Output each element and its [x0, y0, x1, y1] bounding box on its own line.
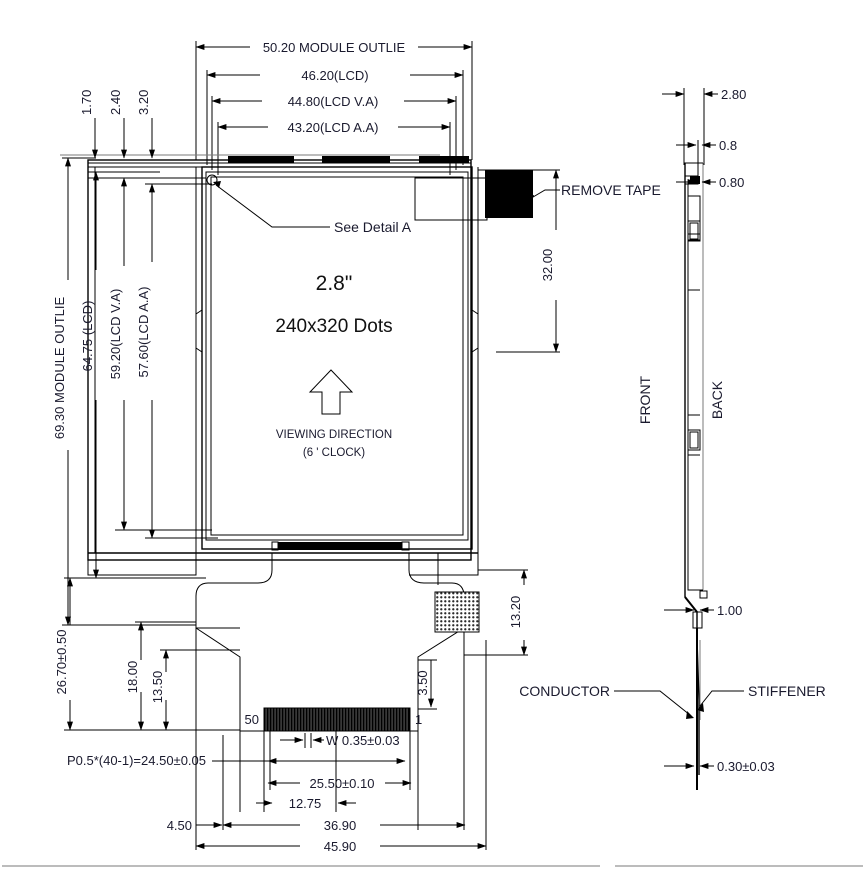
conductor-leader [614, 690, 691, 716]
dim-offset-3-20: 3.20 [136, 90, 151, 115]
cog-strip-end-left [271, 541, 279, 551]
display-size-label: 2.8" [316, 272, 353, 295]
fpc-stiffener-pad [434, 591, 480, 633]
dim-total-thickness: 2.80 [721, 87, 746, 102]
see-detail-a-label: See Detail A [334, 219, 412, 235]
fpc-tail-chamfer-left [195, 627, 241, 731]
bottom-dimensions: P0.5*(40-1)=24.50±0.05 W 0.35±0.03 25.50… [67, 640, 487, 854]
remove-tape-callout: REMOVE TAPE [526, 182, 661, 203]
dim-half-width: 12.75 [289, 796, 322, 811]
lcd-aa-rect [210, 176, 464, 536]
remove-tape-arrowhead [526, 195, 534, 203]
lcd-tab-left [195, 309, 203, 353]
dim-module-outline-width: 50.20 MODULE OUTLIE [263, 40, 406, 55]
detail-a-leader [215, 184, 330, 228]
cog-strip-end-right [401, 541, 410, 551]
remove-tape-label: REMOVE TAPE [561, 182, 661, 198]
top-tape-mark-right [419, 156, 469, 163]
fpc-tail-chamfer-right [417, 627, 465, 731]
side-view-dimensions: 2.80 0.8 0.80 1.00 0.30±0.03 [662, 87, 775, 774]
fpc-tail-left-contour [195, 569, 273, 629]
viewing-clock-label: (6 ' CLOCK) [303, 447, 365, 459]
dim-lcd-va-width: 44.80(LCD V.A) [288, 94, 379, 109]
dim-edge-offset: 4.50 [167, 818, 192, 833]
back-label: BACK [709, 380, 725, 419]
viewing-direction-label: VIEWING DIRECTION [276, 429, 392, 441]
top-tape-mark-mid [322, 156, 390, 163]
cog-bond-strip [278, 542, 402, 550]
remove-tape-block [485, 170, 533, 218]
module-skirt-right [409, 553, 479, 576]
dim-fpc-outer-width: 45.90 [324, 839, 357, 854]
dim-lcd-aa-width: 43.20(LCD A.A) [287, 120, 378, 135]
remove-tape-leader [527, 189, 560, 201]
dim-fpc-contact-width: 25.50±0.10 [310, 776, 375, 791]
side-bottom-tab [699, 590, 708, 599]
conductor-callout: CONDUCTOR [519, 683, 694, 719]
dim-bend-offset: 1.00 [717, 603, 742, 618]
resolution-label: 240x320 Dots [275, 316, 392, 337]
dim-offset-1-70: 1.70 [79, 90, 94, 115]
dim-offset-2-40: 2.40 [108, 90, 123, 115]
side-bend-line [684, 596, 698, 613]
dim-tail-height-3: 13.50 [150, 671, 165, 704]
lcd-va-rect [205, 171, 469, 541]
front-view-geometry [87, 156, 533, 732]
viewing-direction-arrow-icon [308, 369, 354, 415]
front-label: FRONT [637, 375, 653, 424]
pin-number-1: 1 [415, 712, 422, 727]
detail-a-arrowhead [213, 181, 221, 188]
stiffener-callout: STIFFENER [697, 683, 826, 712]
side-tab-2-inner [689, 431, 699, 449]
left-offset-dimensions: 1.70 2.40 3.20 [60, 90, 440, 159]
side-tab-1 [687, 220, 701, 242]
side-back-outline [687, 184, 703, 591]
side-profile-left-edge [684, 163, 700, 775]
dim-lcd-height: 64.75 (LCD) [80, 301, 95, 372]
pin-number-50: 50 [245, 712, 259, 727]
dim-fpc-height: 13.20 [508, 596, 523, 629]
module-skirt-left [87, 553, 197, 576]
remove-tape-outline [414, 177, 488, 221]
side-tab-2 [687, 429, 701, 451]
dim-glass-step-1: 0.8 [719, 138, 737, 153]
dim-fpc-thickness: 0.30±0.03 [717, 759, 775, 774]
side-tab-1-inner [689, 222, 699, 240]
dim-fpc-inner-width: 36.90 [324, 818, 357, 833]
dim-lcd-width: 46.20(LCD) [301, 68, 368, 83]
dim-tape-height: 32.00 [540, 249, 555, 282]
dim-pad-width: W 0.35±0.03 [326, 733, 400, 748]
right-dimensions: 32.00 13.20 3.50 [415, 169, 560, 710]
stiffener-leader [699, 690, 744, 707]
side-back-notch-1 [687, 195, 701, 235]
dim-glass-step-2: 0.80 [719, 175, 744, 190]
fpc-tail-right-contour [408, 569, 465, 628]
fpc-pin-field [263, 707, 411, 732]
dim-fpc-step: 3.50 [415, 670, 430, 695]
left-dimensions: 69.30 MODULE OUTLIE 64.75 (LCD) 59.20(LC… [52, 157, 218, 626]
dim-lcd-aa-height: 57.60(LCD A.A) [136, 286, 151, 377]
dim-module-outline-height: 69.30 MODULE OUTLIE [52, 297, 67, 440]
dim-lcd-va-height: 59.20(LCD V.A) [108, 289, 123, 380]
dim-tail-height: 26.70±0.50 [54, 630, 69, 695]
dim-tail-height-2: 18.00 [125, 661, 140, 694]
stiffener-label: STIFFENER [748, 683, 826, 699]
bottom-left-dimensions: 26.70±0.50 18.00 13.50 [54, 577, 240, 731]
top-tape-mark-left [228, 156, 294, 163]
dim-pitch: P0.5*(40-1)=24.50±0.05 [67, 753, 206, 768]
detail-a-circle [206, 174, 218, 186]
top-dimensions: 50.20 MODULE OUTLIE 46.20(LCD) 44.80(LCD… [195, 40, 473, 175]
stiffener-arrowhead [697, 703, 704, 712]
conductor-label: CONDUCTOR [519, 683, 610, 699]
conductor-arrowhead [686, 711, 694, 719]
